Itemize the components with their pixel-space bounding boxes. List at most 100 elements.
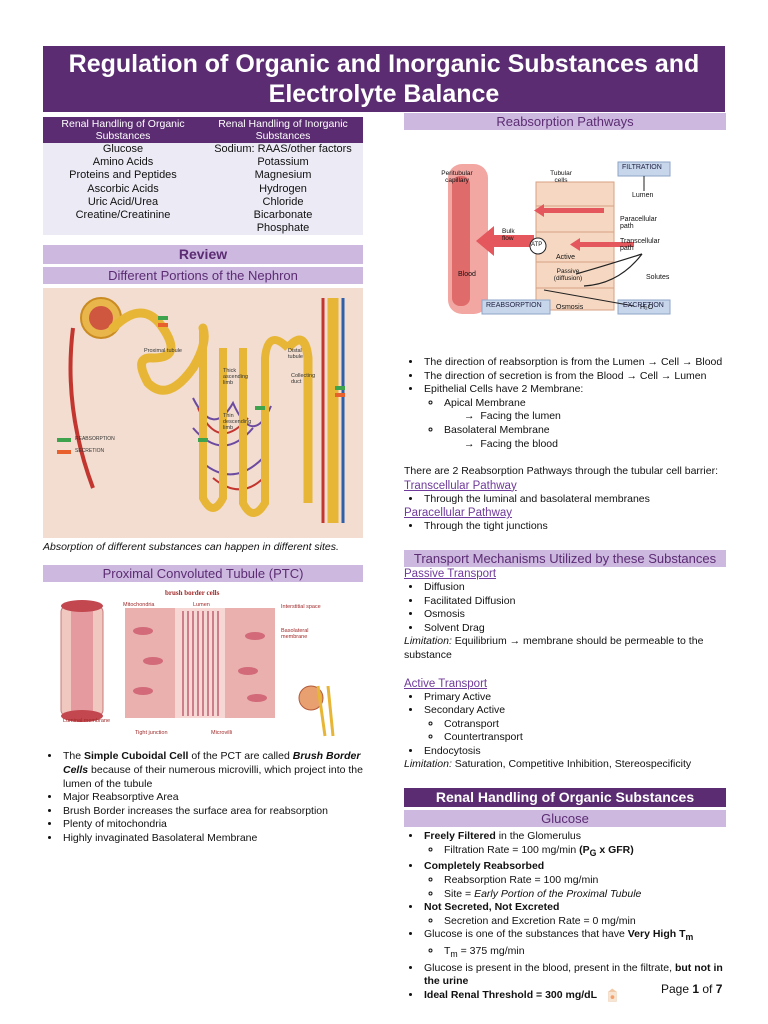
list-item: Amino Acids <box>92 156 154 169</box>
list-item: Endocytosis <box>422 745 726 759</box>
list-item: Reabsorption Rate = 100 mg/min <box>442 874 726 888</box>
nephron-figure: Proximal tubule Thick ascending limb Thi… <box>43 288 363 539</box>
fig-paracellular: Paracellular path <box>620 216 657 230</box>
list-item: Facilitated Diffusion <box>422 595 726 609</box>
fig-filtration: FILTRATION <box>622 164 662 171</box>
list-item: Major Reabsorptive Area <box>61 791 363 805</box>
transcellular-title: Transcellular Pathway <box>404 479 517 492</box>
fig-peritubular: Peritubular capillary <box>441 170 473 184</box>
nephron-illustration <box>43 288 363 539</box>
list-item: Osmosis <box>422 608 726 622</box>
list-item: Completely Reabsorbed Reabsorption Rate … <box>422 860 726 901</box>
list-item: Cotransport <box>442 718 726 732</box>
pathways-intro: There are 2 Reabsorption Pathways throug… <box>404 465 719 478</box>
list-item: Filtration Rate = 100 mg/min (PG x GFR) <box>442 844 726 861</box>
list-item: Highly invaginated Basolateral Membrane <box>61 832 363 846</box>
list-item: Through the tight junctions <box>422 520 726 534</box>
fig-label-proximal: Proximal tubule <box>144 348 182 355</box>
fig-label-distal: Distal tubule <box>288 348 303 361</box>
list-item: Basolateral Membrane Facing the blood <box>442 424 726 451</box>
fig-label-thick: Thick ascending limb <box>223 368 249 387</box>
list-item: Ascorbic Acids <box>87 182 159 195</box>
fig-reabsorption: REABSORPTION <box>486 302 542 309</box>
list-item: Chloride <box>262 195 304 208</box>
active-list: Primary Active Secondary Active Cotransp… <box>404 691 726 759</box>
list-item: Glucose is one of the substances that ha… <box>422 928 726 961</box>
list-item: Ideal Renal Threshold = 300 mg/dL <box>422 989 726 1003</box>
list-item: Facing the blood <box>462 438 726 452</box>
list-item: Site = Early Portion of the Proximal Tub… <box>442 888 726 902</box>
fig-label-basolateral: Basolateral membrane <box>281 628 309 641</box>
list-item: Potassium <box>257 156 309 169</box>
list-item: Plenty of mitochondria <box>61 818 363 832</box>
nephron-caption: Absorption of different substances can h… <box>43 541 339 554</box>
substances-table: Renal Handling of Organic Substances Ren… <box>43 117 363 236</box>
ptc-heading: Proximal Convoluted Tubule (PTC) <box>43 565 363 583</box>
list-item: Proteins and Peptides <box>69 169 177 182</box>
inorganic-list-cell: Sodium: RAAS/other factors Potassium Mag… <box>203 143 363 236</box>
ptc-illustration <box>60 600 335 737</box>
list-item: Freely Filtered in the Glomerulus Filtra… <box>422 830 726 860</box>
fig-passive: Passive (diffusion) <box>553 268 583 282</box>
list-item: Glucose is present in the blood, present… <box>422 962 726 989</box>
list-item: Solvent Drag <box>422 622 726 636</box>
right-column: Reabsorption Pathways <box>404 113 726 1002</box>
active-title: Active Transport <box>404 677 488 690</box>
list-item: Epithelial Cells have 2 Membrane: Apical… <box>422 383 726 451</box>
glucose-heading: Glucose <box>404 810 726 828</box>
passive-list: Diffusion Facilitated Diffusion Osmosis … <box>404 581 726 635</box>
fig-active: Active <box>556 254 576 261</box>
fig-blood: Blood <box>458 271 476 278</box>
list-item: Tm = 375 mg/min <box>442 945 726 962</box>
fig-label-thin: Thin descending limb <box>223 413 252 432</box>
glucose-list: Freely Filtered in the Glomerulus Filtra… <box>404 830 726 1002</box>
fig-solutes: Solutes <box>646 274 670 281</box>
pathways-figure: FILTRATION Lumen Peritubular capillary T… <box>404 136 726 328</box>
list-item: Not Secreted, Not Excreted Secretion and… <box>422 901 726 928</box>
active-limitation: Limitation: Saturation, Competitive Inhi… <box>404 758 692 771</box>
left-column: Renal Handling of Organic Substances Ren… <box>43 117 363 846</box>
fig-osmosis: Osmosis <box>556 304 584 311</box>
ptc-bullets: The Simple Cuboidal Cell of the PCT are … <box>43 750 363 845</box>
fig-excretion: EXCRETION <box>623 302 664 309</box>
fig-atp: ATP <box>531 242 543 248</box>
pathways-illustration <box>448 161 671 315</box>
transport-heading: Transport Mechanisms Utilized by these S… <box>404 549 726 567</box>
paracellular-title: Paracellular Pathway <box>404 507 513 520</box>
fig-label-collecting: Collecting duct <box>291 373 316 386</box>
table-header-inorganic: Renal Handling of Inorganic Substances <box>203 117 363 143</box>
fig-bulk: Bulk flow <box>502 228 515 242</box>
list-item: Secondary Active Cotransport Countertran… <box>422 704 726 745</box>
list-item: Phosphate <box>256 222 310 235</box>
list-item: The direction of secretion is from the B… <box>422 370 726 384</box>
list-item: Diffusion <box>422 581 726 595</box>
milk-carton-icon <box>608 988 617 1002</box>
fig-tubular: Tubular cells <box>550 170 572 184</box>
fig-label-mito: Mitochondria <box>123 602 155 609</box>
pathway-bullets: The direction of reabsorption is from th… <box>404 356 726 451</box>
fig-lumen: Lumen <box>632 192 654 199</box>
list-item: Bicarbonate <box>253 209 313 222</box>
list-item: Glucose <box>102 143 144 155</box>
fig-label-brush: brush border cells <box>165 589 220 598</box>
fig-label-tight: Tight junction <box>135 730 168 737</box>
organic-heading: Renal Handling of Organic Substances <box>404 788 726 808</box>
list-item: Secretion and Excretion Rate = 0 mg/min <box>442 915 726 929</box>
legend-secretion: SECRETION <box>75 448 105 455</box>
legend-reabsorption: REABSORPTION <box>75 436 115 443</box>
fig-label-interstitial: Interstitial space <box>281 604 321 611</box>
pathways-heading: Reabsorption Pathways <box>404 113 726 130</box>
ptc-figure: brush border cells Mitochondria Lumen In… <box>43 586 363 745</box>
fig-transcellular: Transcellular path <box>620 238 660 252</box>
page-number: Page 1 of 7 <box>661 982 723 996</box>
list-item: Brush Border increases the surface area … <box>61 805 363 819</box>
nephron-heading: Different Portions of the Nephron <box>43 267 363 285</box>
list-item: Sodium: RAAS/other factors <box>214 143 352 155</box>
list-item: The direction of reabsorption is from th… <box>422 356 726 370</box>
list-item: Apical Membrane Facing the lumen <box>442 397 726 424</box>
table-header-organic: Renal Handling of Organic Substances <box>43 117 203 143</box>
passive-limitation: Limitation: Equilibrium → membrane shoul… <box>404 635 704 661</box>
list-item: Through the luminal and basolateral memb… <box>422 493 726 507</box>
review-heading: Review <box>43 245 363 265</box>
list-item: Uric Acid/Urea <box>87 195 159 208</box>
